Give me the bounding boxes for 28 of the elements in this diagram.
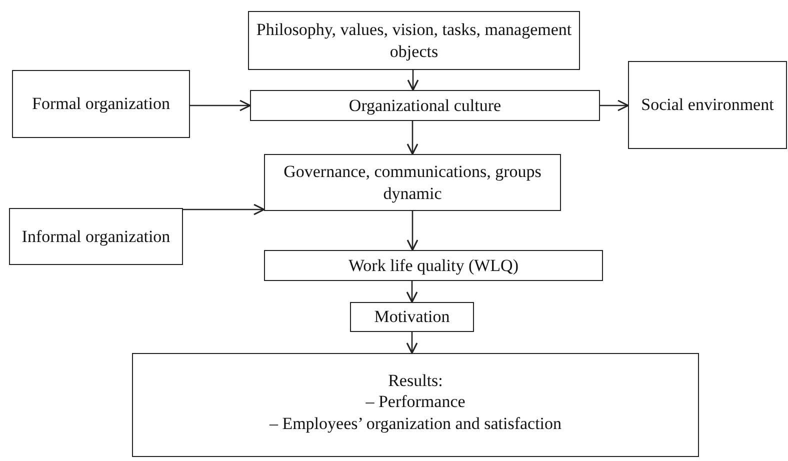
arrow: [406, 332, 418, 354]
box-text: Organizational culture: [348, 94, 502, 116]
process-box: [264, 250, 603, 281]
process-box: [628, 61, 787, 149]
process-box: [132, 353, 699, 457]
box-text: Informal organization: [22, 226, 170, 248]
box-text: Work life quality (WLQ): [348, 254, 518, 276]
box-text: Motivation: [374, 306, 450, 328]
process-box: [248, 11, 580, 70]
arrow: [406, 281, 418, 303]
box-text: – Employees’ organization and satisfaction: [269, 412, 562, 434]
arrow: [407, 70, 419, 91]
arrow: [406, 121, 418, 155]
box-text: Social environment: [641, 94, 774, 116]
arrow: [183, 204, 265, 216]
process-box: [264, 154, 561, 211]
process-box: [12, 70, 190, 138]
box-text: Results:: [388, 370, 443, 392]
box-text: – Performance: [366, 391, 466, 412]
box-text: Formal organization: [32, 93, 170, 115]
process-box: [350, 302, 474, 332]
box-text: Philosophy, values, vision, tasks, management objects: [255, 19, 573, 62]
arrow: [190, 100, 251, 112]
process-box: [9, 208, 183, 265]
arrow: [600, 100, 629, 112]
box-text: Governance, communications, groups dynamic: [282, 161, 542, 204]
arrow: [406, 211, 418, 251]
process-box: [250, 90, 600, 121]
